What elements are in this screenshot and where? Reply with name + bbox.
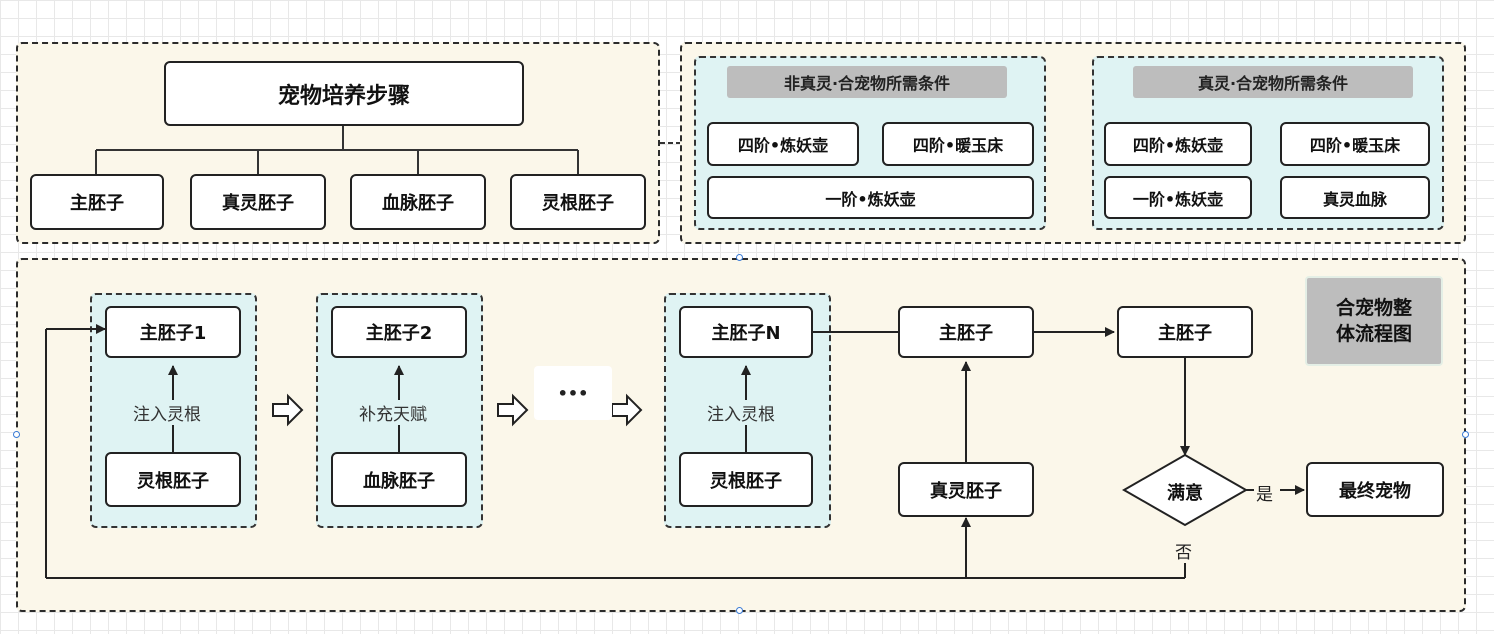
true-conditions-header: 真灵·合宠物所需条件 [1133, 66, 1413, 98]
flow-root-embryo-n: 灵根胚子 [679, 452, 813, 507]
flow-main-embryo-2: 主胚子2 [331, 306, 467, 358]
selection-handle[interactable] [736, 607, 743, 614]
selection-handle[interactable] [13, 431, 20, 438]
flow-main-embryo-merge: 主胚子 [898, 306, 1034, 358]
true-cond-true-spirit-blood: 真灵血脉 [1280, 176, 1430, 219]
true-cond-furnace-4: 四阶•炼妖壶 [1104, 122, 1252, 166]
ellipsis-box: ••• [534, 366, 612, 420]
step-spirit-root-embryo: 灵根胚子 [510, 174, 646, 230]
hollow-arrow-2 [497, 393, 529, 427]
decision-label: 满意 [1167, 483, 1203, 504]
hollow-arrow-1 [272, 393, 304, 427]
selection-handle[interactable] [736, 254, 743, 261]
overall-flow-title: 合宠物整体流程图 [1305, 276, 1443, 366]
non-true-conditions-header: 非真灵·合宠物所需条件 [727, 66, 1007, 98]
flow-main-embryo-n: 主胚子N [679, 306, 813, 358]
step-true-spirit-embryo: 真灵胚子 [190, 174, 326, 230]
final-pet-box: 最终宠物 [1306, 462, 1444, 517]
true-cond-jade-bed-4: 四阶•暖玉床 [1280, 122, 1430, 166]
flow-main-embryo-result: 主胚子 [1117, 306, 1253, 358]
selection-handle[interactable] [1462, 431, 1469, 438]
flow-bloodline-embryo: 血脉胚子 [331, 452, 467, 507]
yes-label: 是 [1256, 480, 1273, 505]
no-label: 否 [1175, 538, 1192, 563]
flow-label-inject-root-n: 注入灵根 [705, 400, 777, 425]
flow-true-spirit-embryo: 真灵胚子 [898, 462, 1034, 517]
flow-label-supplement-talent: 补充天赋 [357, 400, 429, 425]
non-true-cond-furnace-1: 一阶•炼妖壶 [707, 176, 1034, 219]
flow-main-embryo-1: 主胚子1 [105, 306, 241, 358]
hollow-arrow-3 [611, 393, 643, 427]
steps-title-box: 宠物培养步骤 [164, 61, 524, 126]
flow-label-inject-root-1: 注入灵根 [131, 400, 203, 425]
step-bloodline-embryo: 血脉胚子 [350, 174, 486, 230]
decision-diamond [1121, 453, 1249, 527]
true-cond-furnace-1: 一阶•炼妖壶 [1104, 176, 1252, 219]
flow-root-embryo-1: 灵根胚子 [105, 452, 241, 507]
step-main-embryo: 主胚子 [30, 174, 164, 230]
non-true-cond-jade-bed-4: 四阶•暖玉床 [882, 122, 1034, 166]
non-true-cond-furnace-4: 四阶•炼妖壶 [707, 122, 859, 166]
